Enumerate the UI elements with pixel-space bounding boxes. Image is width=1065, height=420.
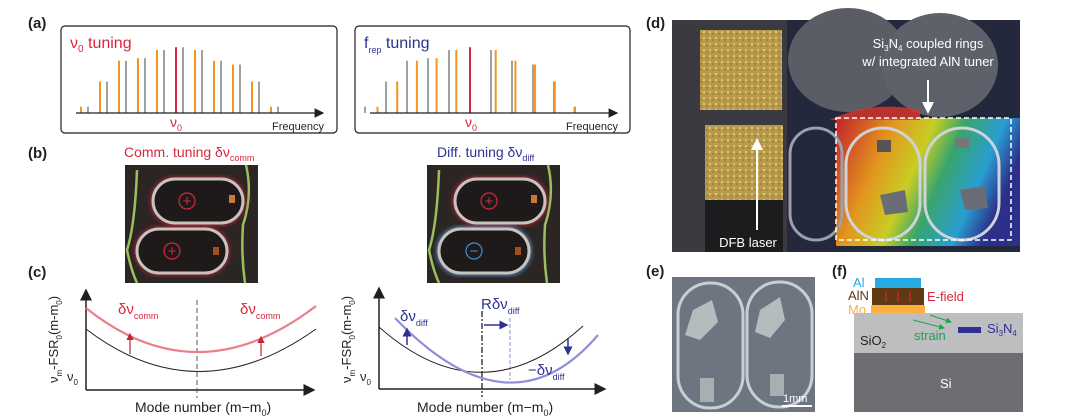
annot-dv-comm: δνcomm	[118, 301, 158, 321]
panel-label-c: (c)	[28, 264, 46, 281]
plus-circle	[163, 242, 181, 260]
annot-r-dv-diff: Rδνdiff	[481, 296, 520, 316]
aln-label: AlN	[848, 288, 869, 303]
center-tick-label: ν0	[465, 114, 477, 133]
minus-circle	[465, 242, 483, 260]
panel-c-comm-plot: δνcomm δνcomm ν0 νm-FSR0(m-m0) Mode numb…	[46, 288, 317, 418]
efield-label: E-field	[927, 289, 964, 304]
panel-label-f: (f)	[832, 263, 847, 280]
mo-layer	[871, 305, 925, 313]
center-tick-label: ν0	[170, 114, 182, 133]
minus-icon: −	[470, 243, 479, 260]
sio2-label: SiO2	[860, 333, 887, 350]
tuned-dispersion-curve	[394, 317, 599, 384]
annot-neg-dv-diff: −δνdiff	[528, 362, 565, 382]
diff-tuning-title: Diff. tuning δνdiff	[437, 144, 535, 163]
panel-d-device-photo: Si3N4 coupled rings w/ integrated AlN tu…	[672, 8, 1020, 252]
x-axis-label: Frequency	[272, 121, 324, 133]
plus-icon: +	[485, 193, 494, 210]
y-axis-label: νm-FSR0(m-m0)	[46, 296, 64, 383]
si3n4-waveguide	[958, 327, 981, 333]
rings-label: Si3N4 coupled rings	[873, 36, 984, 53]
si3n4-label: Si3N4	[987, 321, 1017, 338]
plus-circle	[178, 192, 196, 210]
y-tick-v0: ν0	[67, 369, 79, 387]
panel-e-rings-photo: 1mm	[672, 277, 815, 412]
y-tick-v0: ν0	[360, 369, 372, 387]
x-axis-label: Mode number (m−m0)	[417, 399, 553, 418]
highlight-box	[835, 117, 1012, 241]
diff-tuning-rings-render: +−	[427, 164, 560, 284]
panel-a-v0-tuning: ν0 tuning ν0 Frequency	[60, 25, 338, 134]
comm-tuning-rings-render: ++	[125, 164, 258, 284]
x-axis-label: Frequency	[566, 121, 618, 133]
sio2-layer	[854, 313, 1023, 353]
original-dispersion-curve	[378, 325, 584, 373]
si-label: Si	[940, 376, 952, 391]
strain-label: strain	[914, 328, 946, 343]
laser-label: DFB laser	[719, 235, 777, 250]
annot-dv-diff: δνdiff	[400, 308, 428, 328]
panel-f-cross-section: Al AlN Mo E-field strain SiO2 Si3N4 Si	[848, 275, 1023, 412]
y-axis-label: νm-FSR0(m-m0)	[339, 296, 357, 383]
x-axis-label: Mode number (m−m0)	[135, 399, 271, 418]
panel-c-diff-plot: δνdiff Rδνdiff −δνdiff ν0 νm-FSR0(m-m0) …	[339, 286, 607, 418]
panel-label-a: (a)	[28, 15, 46, 32]
panel-label-d: (d)	[646, 15, 665, 32]
tuned-dispersion-curve	[85, 305, 317, 354]
panel-label-e: (e)	[646, 263, 664, 280]
mo-label: Mo	[848, 302, 866, 317]
annot-dv-comm: δνcomm	[240, 301, 280, 321]
plus-circle	[480, 192, 498, 210]
rings-label-line2: w/ integrated AlN tuner	[861, 54, 994, 69]
original-dispersion-curve	[85, 328, 317, 372]
comm-tuning-title: Comm. tuning δνcomm	[124, 144, 254, 163]
chart-title: ν0 tuning	[70, 35, 132, 55]
plus-icon: +	[168, 243, 177, 260]
plus-icon: +	[183, 193, 192, 210]
panel-label-b: (b)	[28, 145, 47, 162]
al-layer	[875, 278, 921, 288]
si-substrate	[854, 353, 1023, 412]
al-label: Al	[853, 275, 865, 290]
scale-bar-label: 1mm	[783, 393, 807, 405]
panel-a-frep-tuning: frep tuning ν0 Frequency	[354, 25, 631, 134]
chart-title: frep tuning	[364, 35, 430, 55]
